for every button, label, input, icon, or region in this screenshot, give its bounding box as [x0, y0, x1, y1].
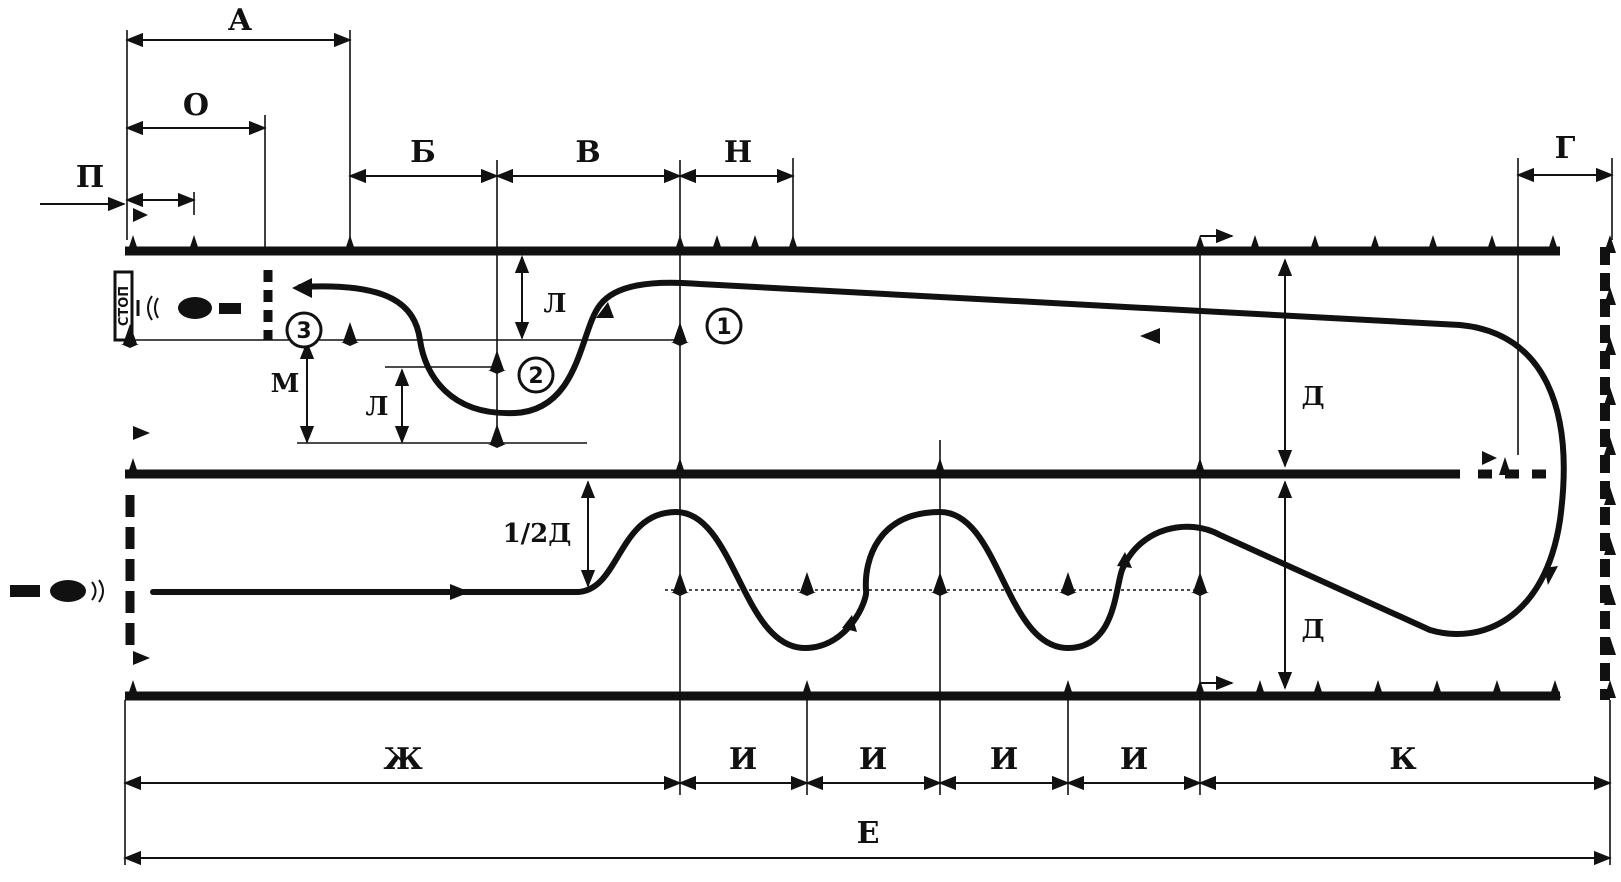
parked-car-icon	[136, 295, 241, 321]
dimension-a: А	[125, 3, 352, 240]
stop-sign: СТОП	[113, 270, 134, 342]
dimension-half-d: 1/2Д	[503, 480, 596, 588]
entry-car-icon	[10, 579, 104, 603]
dimension-n: Н	[678, 135, 795, 240]
dimension-m: М	[271, 341, 315, 444]
dimension-k: К	[1198, 742, 1612, 791]
marker-3: 3	[285, 311, 323, 349]
dimension-e: Е	[123, 816, 1612, 866]
label-g: Г	[1555, 131, 1576, 166]
svg-text:1: 1	[716, 315, 731, 340]
label-l-top: Л	[544, 289, 567, 319]
dimension-d-top: Д	[1199, 240, 1325, 795]
label-d-bottom: Д	[1301, 615, 1324, 645]
dimension-l-bottom: Л	[366, 368, 410, 444]
garage-zone	[115, 339, 680, 444]
dimension-o: О	[125, 88, 267, 250]
marker-1: 1	[705, 307, 743, 345]
label-i-4: И	[1120, 742, 1148, 777]
dimension-i-4: И	[1066, 742, 1202, 791]
cones-garage	[121, 322, 689, 448]
dimension-i-1: И	[678, 742, 809, 791]
bottom-dimension-guides	[124, 440, 1611, 865]
label-e: Е	[857, 816, 880, 851]
label-i-1: И	[729, 742, 757, 777]
label-v: В	[575, 135, 600, 170]
label-b: Б	[410, 135, 436, 170]
dimension-l-top: Л	[514, 255, 567, 340]
dimension-d-bottom: Д	[1277, 480, 1325, 690]
label-n: Н	[724, 135, 752, 170]
label-d-top: Д	[1301, 382, 1324, 412]
dimension-i-2: И	[805, 742, 942, 791]
label-half-d: 1/2Д	[503, 519, 572, 549]
label-p: П	[76, 160, 104, 195]
marker-2: 2	[517, 356, 555, 394]
svg-text:2: 2	[528, 364, 543, 389]
label-k: К	[1389, 742, 1416, 777]
dimension-i-3: И	[938, 742, 1070, 791]
label-m: М	[271, 369, 300, 399]
dimension-g: Г	[1516, 131, 1614, 455]
dimension-v: В	[495, 135, 682, 795]
label-l-bottom: Л	[366, 392, 389, 422]
vehicle-route	[150, 278, 1567, 652]
dimension-p: П	[40, 160, 196, 215]
label-i-2: И	[859, 742, 887, 777]
label-a: А	[228, 3, 253, 38]
label-i-3: И	[990, 742, 1018, 777]
svg-text:3: 3	[296, 319, 311, 344]
dimension-b: Б	[348, 135, 499, 445]
label-o: О	[183, 88, 209, 123]
stop-sign-text: СТОП	[117, 286, 132, 326]
direction-flags	[133, 208, 1497, 691]
dimension-zh: Ж	[123, 742, 682, 791]
label-zh: Ж	[383, 742, 423, 777]
